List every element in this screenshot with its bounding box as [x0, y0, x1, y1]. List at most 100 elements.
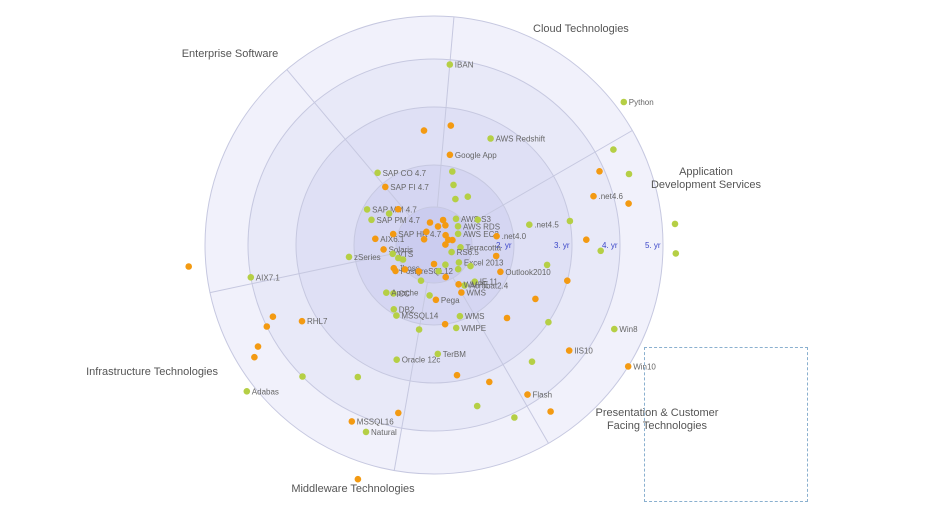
data-point-64[interactable] — [610, 146, 617, 153]
data-point-101[interactable] — [442, 261, 449, 269]
point-marker[interactable] — [393, 312, 400, 319]
point-marker[interactable] — [299, 373, 306, 380]
point-marker[interactable] — [439, 216, 447, 224]
data-point-77[interactable] — [503, 314, 511, 322]
point-marker[interactable] — [456, 312, 464, 320]
point-marker[interactable] — [389, 230, 397, 238]
point-marker[interactable] — [372, 235, 379, 243]
data-point-89[interactable] — [354, 373, 362, 381]
point-marker[interactable] — [526, 221, 533, 228]
data-point-33[interactable]: MSSQL16 — [348, 417, 395, 426]
point-marker[interactable] — [269, 313, 277, 321]
data-point-85[interactable] — [426, 292, 433, 299]
data-point-0[interactable]: IBAN — [446, 61, 474, 70]
point-marker[interactable] — [448, 248, 455, 256]
point-marker[interactable] — [415, 326, 423, 333]
point-marker[interactable] — [457, 244, 464, 251]
data-point-17[interactable]: WMS — [458, 289, 486, 298]
data-point-47[interactable] — [434, 223, 442, 230]
point-marker[interactable] — [390, 306, 398, 313]
data-point-91[interactable] — [251, 353, 258, 361]
data-point-4[interactable]: AWS RDS — [454, 222, 500, 231]
point-marker[interactable] — [185, 263, 192, 270]
point-marker[interactable] — [454, 265, 462, 273]
data-point-81[interactable] — [486, 378, 493, 386]
point-marker[interactable] — [455, 259, 463, 266]
point-marker[interactable] — [390, 290, 397, 297]
point-marker[interactable] — [434, 350, 442, 358]
data-point-63[interactable] — [474, 216, 482, 223]
data-point-27[interactable]: MSSQL14 — [393, 312, 439, 321]
data-point-103[interactable] — [435, 267, 442, 275]
data-point-24[interactable]: TerBM — [434, 350, 467, 359]
point-marker[interactable] — [497, 268, 504, 276]
point-marker[interactable] — [432, 296, 440, 304]
data-point-9[interactable]: .net4.0 — [493, 232, 527, 241]
data-point-88[interactable] — [354, 475, 362, 483]
point-marker[interactable] — [442, 222, 449, 229]
point-marker[interactable] — [611, 325, 618, 333]
data-point-108[interactable] — [394, 205, 402, 213]
point-marker[interactable] — [430, 260, 438, 268]
point-marker[interactable] — [415, 268, 423, 275]
data-point-12[interactable]: Excel 2013 — [455, 258, 504, 267]
point-marker[interactable] — [348, 418, 356, 425]
point-marker[interactable] — [426, 219, 434, 226]
point-marker[interactable] — [380, 246, 387, 253]
data-point-55[interactable] — [449, 236, 456, 244]
data-point-82[interactable] — [473, 402, 481, 410]
point-marker[interactable] — [464, 193, 472, 200]
point-marker[interactable] — [401, 266, 409, 273]
data-point-16[interactable]: WMPE — [455, 280, 488, 289]
point-marker[interactable] — [442, 241, 449, 248]
point-marker[interactable] — [446, 151, 454, 159]
point-marker[interactable] — [672, 250, 680, 257]
data-point-65[interactable] — [596, 168, 603, 175]
point-marker[interactable] — [383, 289, 390, 297]
data-point-95[interactable] — [185, 263, 192, 270]
data-point-57[interactable] — [420, 127, 428, 134]
point-marker[interactable] — [564, 277, 571, 285]
data-point-84[interactable] — [441, 320, 449, 328]
point-marker[interactable] — [420, 236, 428, 243]
point-marker[interactable] — [441, 320, 449, 328]
point-marker[interactable] — [394, 205, 402, 213]
data-point-106[interactable] — [467, 262, 474, 270]
point-marker[interactable] — [487, 135, 494, 142]
data-point-83[interactable] — [453, 371, 461, 379]
data-point-68[interactable] — [671, 220, 679, 228]
data-point-23[interactable]: Flash — [524, 391, 552, 400]
data-point-94[interactable] — [269, 313, 277, 321]
data-point-29[interactable]: CC — [390, 289, 410, 298]
data-point-92[interactable] — [254, 343, 262, 350]
point-marker[interactable] — [452, 324, 460, 332]
point-marker[interactable] — [583, 236, 590, 243]
point-marker[interactable] — [624, 363, 632, 370]
data-point-2[interactable]: AWS Redshift — [487, 135, 546, 144]
data-point-5[interactable]: AWS EC2 — [454, 230, 500, 239]
point-marker[interactable] — [354, 475, 362, 483]
data-point-25[interactable]: Pega — [432, 296, 461, 305]
point-marker[interactable] — [385, 210, 393, 217]
data-point-70[interactable] — [566, 217, 574, 225]
point-marker[interactable] — [493, 232, 500, 240]
point-marker[interactable] — [368, 216, 375, 224]
point-marker[interactable] — [390, 264, 398, 272]
data-point-90[interactable] — [299, 373, 306, 380]
point-marker[interactable] — [474, 216, 482, 223]
point-marker[interactable] — [543, 261, 551, 269]
data-point-42[interactable]: SAP HR 4.7 — [389, 230, 442, 239]
data-point-60[interactable] — [450, 181, 457, 189]
data-point-7[interactable]: .net4.6 — [590, 192, 624, 201]
point-marker[interactable] — [473, 402, 481, 410]
point-marker[interactable] — [393, 356, 401, 364]
data-point-21[interactable]: IIS10 — [565, 347, 594, 356]
data-point-98[interactable] — [395, 254, 402, 262]
point-marker[interactable] — [452, 215, 460, 223]
data-point-80[interactable] — [511, 414, 518, 421]
point-marker[interactable] — [467, 262, 474, 270]
point-marker[interactable] — [426, 292, 433, 299]
point-marker[interactable] — [449, 236, 456, 244]
point-marker[interactable] — [454, 230, 462, 238]
point-marker[interactable] — [528, 358, 536, 366]
